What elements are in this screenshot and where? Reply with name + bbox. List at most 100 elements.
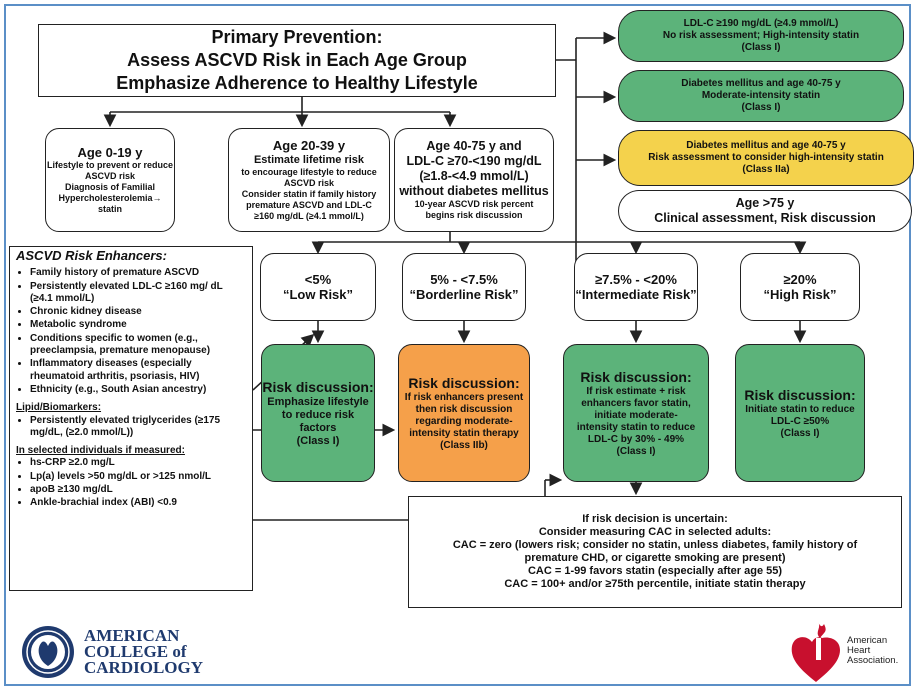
discussion-line: Initiate statin to reduce xyxy=(745,403,855,415)
age-group-title: Age 40-75 y and xyxy=(426,139,522,153)
list-item: Metabolic syndrome xyxy=(30,319,246,331)
right-box-line: LDL-C ≥190 mg/dL (≥4.9 mmol/L) xyxy=(683,18,839,29)
selected-individuals-list: hs-CRP ≥2.0 mg/L Lp(a) levels >50 mg/dL … xyxy=(16,457,246,509)
discussion-line: (Class I) xyxy=(296,434,340,447)
discussion-heading: Risk discussion: xyxy=(262,378,374,395)
right-box-line: Diabetes mellitus and age 40-75 y xyxy=(681,78,841,89)
list-item: Persistently elevated triglycerides (≥17… xyxy=(30,415,246,440)
risk-label: “High Risk” xyxy=(763,287,837,302)
right-box-line: Clinical assessment, Risk discussion xyxy=(654,211,876,225)
age-40-75-box: Age 40-75 y and LDL-C ≥70-<190 mg/dL (≥1… xyxy=(394,128,554,232)
discussion-line: intensity statin to reduce xyxy=(576,421,696,433)
risk-level-intermediate: ≥7.5% - <20% “Intermediate Risk” xyxy=(574,253,698,321)
risk-label: “Borderline Risk” xyxy=(409,287,519,302)
discussion-line: factors xyxy=(299,421,337,434)
age-group-text: (≥1.8-<4.9 mmol/L) xyxy=(419,169,529,183)
discussion-heading: Risk discussion: xyxy=(744,386,856,403)
discussion-line: initiate moderate- xyxy=(594,409,678,421)
main-title-line1: Primary Prevention: xyxy=(211,27,383,47)
cac-line: CAC = 100+ and/or ≥75th percentile, init… xyxy=(504,578,806,590)
acc-seal-icon xyxy=(22,626,74,678)
list-item: Persistently elevated LDL-C ≥160 mg/ dL … xyxy=(30,281,246,306)
age-group-text: LDL-C ≥70-<190 mg/dL xyxy=(406,154,542,168)
age-group-title: Age 0-19 y xyxy=(77,144,143,160)
discussion-line: intensity statin therapy xyxy=(409,427,519,439)
cac-line: CAC = 1-99 favors statin (especially aft… xyxy=(527,565,783,577)
age-group-title: Age 20-39 y xyxy=(272,138,346,154)
risk-range: ≥20% xyxy=(783,271,817,287)
right-box-line: (Class IIa) xyxy=(742,164,790,175)
lipid-biomarkers-title: Lipid/Biomarkers: xyxy=(16,402,102,414)
list-item: hs-CRP ≥2.0 mg/L xyxy=(30,457,246,469)
risk-level-high: ≥20% “High Risk” xyxy=(740,253,860,321)
right-box-line: (Class I) xyxy=(741,102,781,113)
acc-line: COLLEGE of xyxy=(84,642,187,661)
discussion-high: Risk discussion: Initiate statin to redu… xyxy=(735,344,865,482)
cac-box: If risk decision is uncertain: Consider … xyxy=(408,496,902,608)
age-group-text: premature ASCVD and LDL-C xyxy=(246,199,372,210)
aha-line: American xyxy=(847,635,888,646)
discussion-low: Risk discussion: Emphasize lifestyle to … xyxy=(261,344,375,482)
main-title-line2: Assess ASCVD Risk in Each Age Group xyxy=(127,50,467,70)
discussion-line: LDL-C by 30% - 49% xyxy=(587,433,685,445)
risk-range: 5% - <7.5% xyxy=(430,271,498,287)
age-group-text: ≥160 mg/dL (≥4.1 mmol/L) xyxy=(254,210,364,221)
age-group-text: ASCVD risk xyxy=(84,171,136,182)
discussion-line: LDL-C ≥50% xyxy=(770,415,830,427)
primary-prevention-box: Primary Prevention: Assess ASCVD Risk in… xyxy=(38,24,556,97)
risk-level-low: <5% “Low Risk” xyxy=(260,253,376,321)
discussion-line: then risk discussion xyxy=(415,403,513,415)
list-item: Conditions specific to women (e.g., pree… xyxy=(30,333,246,358)
list-item: Ankle-brachial index (ABI) <0.9 xyxy=(30,497,246,509)
age-group-text: begins risk discussion xyxy=(425,210,523,220)
cac-line: If risk decision is uncertain: xyxy=(582,513,728,525)
right-box-line: Diabetes mellitus and age 40-75 y xyxy=(686,140,846,151)
age-0-19-box: Age 0-19 y Lifestyle to prevent or reduc… xyxy=(45,128,175,232)
risk-enhancers-title: ASCVD Risk Enhancers: xyxy=(16,248,167,263)
acc-line: AMERICAN xyxy=(84,626,180,645)
acc-logo: AMERICAN COLLEGE of CARDIOLOGY xyxy=(20,624,203,680)
aha-wordmark: American Heart Association. xyxy=(847,636,898,666)
risk-enhancers-list: Family history of premature ASCVD Persis… xyxy=(16,267,246,396)
age-group-text: Hypercholesterolemia→ statin xyxy=(58,193,162,215)
discussion-intermediate: Risk discussion: If risk estimate + risk… xyxy=(563,344,709,482)
age-group-text: Diagnosis of Familial xyxy=(64,182,156,193)
cac-line: premature CHD, or cigarette smoking are … xyxy=(524,552,786,564)
diabetes-moderate-box: Diabetes mellitus and age 40-75 y Modera… xyxy=(618,70,904,122)
discussion-line: If risk enhancers present xyxy=(404,391,524,403)
right-box-line: Risk assessment to consider high-intensi… xyxy=(648,152,884,163)
aha-logo: American Heart Association. xyxy=(788,618,898,684)
discussion-heading: Risk discussion: xyxy=(580,368,692,385)
age-group-text: Lifestyle to prevent or reduce xyxy=(46,160,174,171)
risk-label: “Intermediate Risk” xyxy=(575,287,697,302)
list-item: Family history of premature ASCVD xyxy=(30,267,246,279)
discussion-line: regarding moderate- xyxy=(415,415,513,427)
cac-line: Consider measuring CAC in selected adult… xyxy=(538,526,772,538)
discussion-line: enhancers favor statin, xyxy=(581,397,691,409)
acc-line: CARDIOLOGY xyxy=(84,658,204,677)
age-group-text: 10-year ASCVD risk percent xyxy=(414,199,534,209)
discussion-line: If risk estimate + risk xyxy=(586,385,686,397)
risk-range: ≥7.5% - <20% xyxy=(595,271,677,287)
discussion-heading: Risk discussion: xyxy=(408,374,520,391)
age-group-text: without diabetes mellitus xyxy=(399,184,549,198)
right-box-line: (Class I) xyxy=(741,42,781,53)
lipid-biomarkers-list: Persistently elevated triglycerides (≥17… xyxy=(16,415,246,440)
selected-individuals-title: In selected individuals if measured: xyxy=(16,445,185,457)
right-box-line: Moderate-intensity statin xyxy=(701,90,821,101)
aha-line: Heart xyxy=(847,645,871,656)
list-item: Chronic kidney disease xyxy=(30,306,246,318)
diabetes-high-intensity-box: Diabetes mellitus and age 40-75 y Risk a… xyxy=(618,130,914,186)
aha-line: Association. xyxy=(847,655,899,666)
age-over-75-box: Age >75 y Clinical assessment, Risk disc… xyxy=(618,190,912,232)
age-group-text: Consider statin if family history xyxy=(241,188,377,199)
age-20-39-box: Age 20-39 y Estimate lifetime risk to en… xyxy=(228,128,390,232)
list-item: Inflammatory diseases (especially rheuma… xyxy=(30,358,246,383)
risk-level-borderline: 5% - <7.5% “Borderline Risk” xyxy=(402,253,526,321)
heart-torch-icon xyxy=(791,622,840,682)
age-group-text: to encourage lifestyle to reduce xyxy=(241,166,377,177)
discussion-borderline: Risk discussion: If risk enhancers prese… xyxy=(398,344,530,482)
risk-label: “Low Risk” xyxy=(282,287,354,302)
right-box-line: No risk assessment; High-intensity stati… xyxy=(662,30,860,41)
list-item: Ethnicity (e.g., South Asian ancestry) xyxy=(30,384,246,396)
